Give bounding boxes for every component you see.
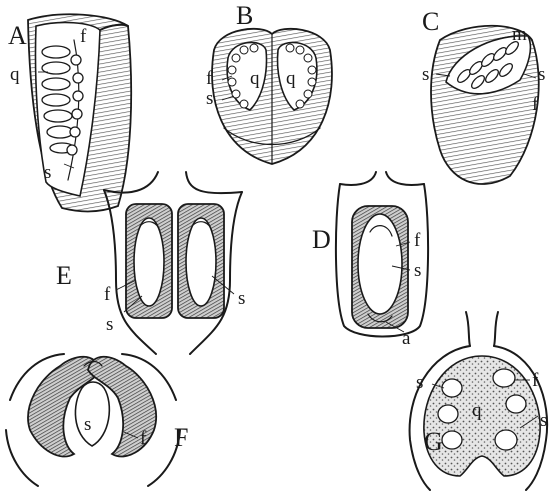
panel-g-part-f: f <box>532 370 539 391</box>
panel-b-ovule <box>228 66 236 74</box>
panel-g-ovule <box>493 369 515 387</box>
panel-a-label: A <box>8 21 27 50</box>
panel-b-ovule <box>240 100 248 108</box>
panel-d-seed <box>358 214 402 314</box>
panel-f-part-f: f <box>140 428 147 449</box>
panel-a-ovule <box>42 46 70 58</box>
panel-g-label: G <box>424 427 443 456</box>
panel-b-ovule <box>296 100 304 108</box>
panel-a-bead <box>73 91 83 101</box>
panel-b-ovule <box>304 90 312 98</box>
panel-g: s f q s G <box>410 312 548 490</box>
panel-a-ovule <box>42 78 70 90</box>
panel-d-part-a: a <box>402 328 411 349</box>
panel-b-ovule <box>240 46 248 54</box>
panel-b-part-s: s <box>206 88 213 109</box>
panel-c: C m s s f <box>422 7 545 184</box>
panel-b-ovule <box>250 44 258 52</box>
panel-c-part-f: f <box>532 94 539 115</box>
panel-b-ovule <box>308 78 316 86</box>
panel-c-part-m: m <box>512 24 527 45</box>
panel-c-part-s-left: s <box>422 64 429 85</box>
panel-a-bead <box>71 55 81 65</box>
panel-b-ovule <box>286 44 294 52</box>
panel-a-part-s: s <box>44 162 51 183</box>
panel-b-ovule <box>296 46 304 54</box>
panel-b-ovule <box>304 54 312 62</box>
panel-d-stalk <box>340 172 424 185</box>
panel-b-ovule <box>308 66 316 74</box>
panel-f-label: F <box>174 423 188 452</box>
panel-g-stalk <box>466 312 498 346</box>
panel-a-bead <box>73 73 83 83</box>
panel-d-label: D <box>312 225 331 254</box>
panel-b-part-q-right: q <box>286 68 296 89</box>
panel-f-seed <box>75 382 109 446</box>
panel-e-part-s-right: s <box>238 288 245 309</box>
panel-e-part-s-left: s <box>106 314 113 335</box>
panel-g-part-q: q <box>472 400 482 421</box>
panel-d: D f s a <box>312 172 428 349</box>
panel-f: s f F <box>6 354 188 486</box>
panel-d-part-f: f <box>414 230 421 251</box>
panel-a: A f q s <box>8 14 131 211</box>
panel-f-part-s: s <box>84 414 91 435</box>
panel-b-label: B <box>236 1 253 30</box>
panel-e-stalk-right <box>186 172 242 193</box>
panel-g-part-s-right: s <box>540 410 547 431</box>
panel-g-ovule <box>442 431 462 449</box>
panel-a-bead <box>70 127 80 137</box>
panel-c-part-s-right: s <box>538 64 545 85</box>
panel-a-ovule <box>47 126 73 138</box>
panel-b-part-q-left: q <box>250 68 260 89</box>
panel-a-ovule <box>42 94 70 106</box>
panel-b-ovule <box>232 90 240 98</box>
panel-a-ovule <box>44 110 72 122</box>
panel-g-ovule <box>495 430 517 450</box>
panel-g-ovule <box>438 405 458 423</box>
panel-a-part-q: q <box>10 64 20 85</box>
panel-g-part-s-left: s <box>416 372 423 393</box>
panel-a-part-f: f <box>80 26 87 47</box>
panel-c-label: C <box>422 7 439 36</box>
panel-a-bead <box>67 145 77 155</box>
panel-d-part-s: s <box>414 260 421 281</box>
panel-b-ovule <box>228 78 236 86</box>
panel-g-ovule <box>442 379 462 397</box>
panel-a-bead <box>72 109 82 119</box>
panel-e-part-f: f <box>104 284 111 305</box>
panel-e-label: E <box>56 261 72 290</box>
panel-b-ovule <box>232 54 240 62</box>
panel-b: B f s q q <box>206 1 332 164</box>
panel-g-ovule <box>506 395 526 413</box>
panel-b-part-f: f <box>206 68 213 89</box>
